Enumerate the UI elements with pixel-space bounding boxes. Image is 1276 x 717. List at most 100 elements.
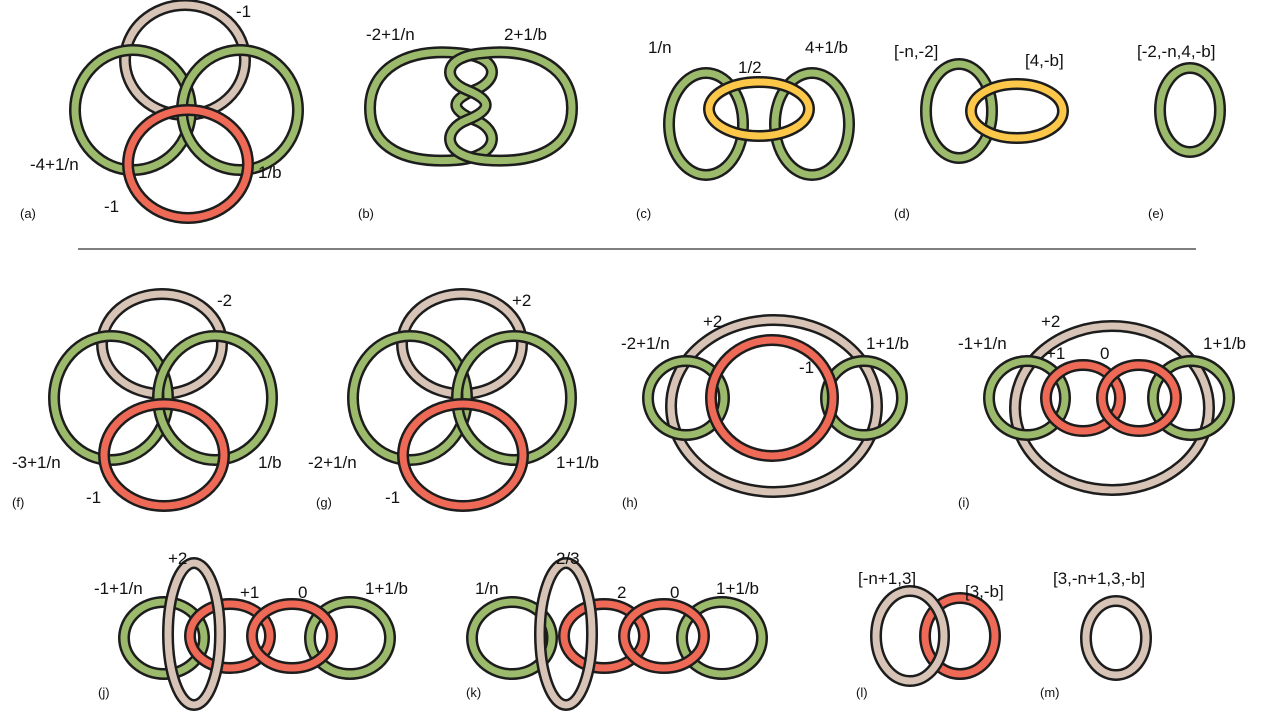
knot-component (667, 316, 881, 496)
label-top: [-2,-n,4,-b] (1137, 42, 1215, 61)
label-inner-1: 2 (617, 583, 626, 602)
knot-component (349, 332, 471, 464)
label-right: 2+1/b (504, 25, 547, 44)
knot-component (822, 357, 906, 439)
panel-c: 1/n 1/2 4+1/b (c) (636, 38, 855, 221)
label-top: +2 (703, 312, 722, 331)
label-inner-2: 0 (670, 583, 679, 602)
label-inner-1: +1 (1046, 344, 1065, 363)
label-left: -2+1/n (308, 453, 357, 472)
label-right: 1+1/b (866, 334, 909, 353)
knot-component (164, 559, 224, 709)
panel-b: -2+1/n 2+1/b (b) (358, 25, 579, 221)
knot-component (1098, 361, 1180, 435)
panel-f: -2 -3+1/n 1/b -1 (f) (12, 288, 282, 512)
knot-component (186, 600, 274, 672)
label-left: [-n,-2] (894, 42, 938, 61)
knot-component (453, 332, 575, 464)
knot-component (399, 400, 527, 510)
label-top: 2/3 (556, 549, 580, 568)
label-top: -2 (217, 291, 232, 310)
knot-component (705, 78, 813, 140)
label-left: -1+1/n (958, 334, 1007, 353)
knot-component (468, 598, 556, 678)
knot-component (1156, 64, 1224, 156)
label-inner-1: +1 (240, 583, 259, 602)
panel-tag: (a) (20, 206, 36, 221)
label-right: [4,-b] (1025, 51, 1064, 70)
label-left: 1/n (475, 579, 499, 598)
label-left: -1+1/n (94, 579, 143, 598)
label-left: -2+1/n (366, 25, 415, 44)
knot-component (560, 600, 648, 672)
label-bottom: -1 (385, 488, 400, 507)
panel-tag: (g) (316, 495, 332, 510)
knot-component (967, 80, 1067, 142)
panel-tag: (d) (894, 206, 910, 221)
label-right: 1+1/b (365, 579, 408, 598)
panel-k: 2/3 1/n 2 0 1+1/b (k) (466, 549, 768, 711)
label-top: -1 (236, 2, 251, 21)
panel-tag: (f) (12, 495, 24, 510)
knot-component (922, 60, 996, 162)
panel-tag: (h) (622, 495, 638, 510)
panel-m: [3,-n+1,3,-b] (m) (1040, 569, 1152, 700)
panel-tag: (b) (358, 206, 374, 221)
knot-component (665, 69, 747, 179)
label-right: 1/b (258, 163, 282, 182)
panel-a: -1 -4+1/n 1/b -1 (a) (20, 0, 304, 224)
panel-d: [-n,-2] [4,-b] (d) (894, 42, 1069, 221)
knot-component (1082, 597, 1150, 679)
label-right: 1+1/b (716, 579, 759, 598)
label-inner-2: 0 (298, 583, 307, 602)
knot-component (678, 598, 766, 678)
knot-component (366, 48, 496, 165)
knot-component (446, 48, 576, 165)
label-right: 1/b (258, 453, 282, 472)
knot-component (536, 559, 596, 709)
panel-tag: (c) (636, 206, 651, 221)
label-inner: -1 (799, 358, 814, 377)
knot-component (1149, 357, 1233, 439)
label-bottom: -1 (86, 488, 101, 507)
label-top: [3,-n+1,3,-b] (1053, 569, 1145, 588)
label-right: 1+1/b (556, 453, 599, 472)
label-left: -3+1/n (12, 453, 61, 472)
panel-tag: (l) (856, 685, 868, 700)
label-right: 1+1/b (1203, 334, 1246, 353)
knot-component (154, 332, 276, 464)
knot-component (120, 598, 208, 678)
panel-tag: (k) (466, 685, 481, 700)
label-left: [-n+1,3] (858, 569, 916, 588)
knot-component (50, 332, 172, 464)
knot-component (771, 69, 853, 179)
panel-tag: (j) (98, 685, 110, 700)
label-left: 1/n (648, 38, 672, 57)
knot-component (1011, 322, 1213, 494)
panel-h: +2 -2+1/n 1+1/b -1 (h) (621, 312, 909, 510)
panel-tag: (e) (1148, 206, 1164, 221)
panel-tag: (m) (1040, 685, 1060, 700)
knot-component (100, 400, 228, 510)
panel-l: [-n+1,3] [3,-b] (l) (856, 569, 1004, 700)
knot-component (644, 357, 728, 439)
label-left: -2+1/n (621, 334, 670, 353)
knot-component (921, 594, 999, 678)
knot-component (124, 106, 252, 222)
knot-component (306, 598, 394, 678)
label-top: +2 (168, 549, 187, 568)
label-inner-2: 0 (1100, 344, 1109, 363)
label-top: +2 (512, 291, 531, 310)
panel-tag: (i) (958, 495, 970, 510)
knot-component (707, 336, 837, 460)
label-bottom: -1 (104, 197, 119, 216)
knot-component (985, 357, 1069, 439)
label-right: [3,-b] (965, 582, 1004, 601)
knot-component (1042, 361, 1124, 435)
knot-component (872, 587, 948, 685)
label-top: +2 (1041, 312, 1060, 331)
panel-e: [-2,-n,4,-b] (e) (1137, 42, 1226, 221)
label-mid: 1/2 (738, 58, 762, 77)
panel-g: +2 -2+1/n 1+1/b -1 (g) (308, 288, 599, 512)
knot-component (620, 600, 708, 672)
